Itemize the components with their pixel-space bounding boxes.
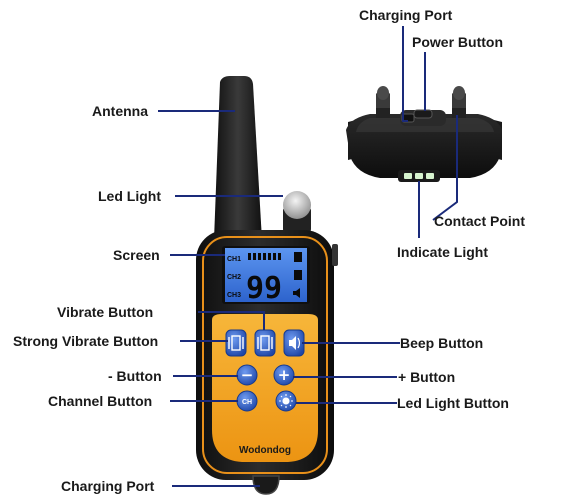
label-antenna: Antenna	[92, 103, 148, 119]
leader-contact-point	[432, 115, 458, 221]
label-vibrate-button: Vibrate Button	[57, 304, 153, 320]
strong-vibrate-button[interactable]	[225, 329, 247, 357]
label-contact-point: Contact Point	[434, 213, 525, 229]
label-strong-vibrate-button: Strong Vibrate Button	[13, 333, 158, 349]
label-led-light-button: Led Light Button	[397, 395, 509, 411]
leader-vibrate	[198, 311, 265, 330]
callout-labels: Antenna Led Light Screen Vibrate Button …	[13, 7, 525, 494]
label-led-light: Led Light	[98, 188, 161, 204]
screen-ch1: CH1	[227, 256, 241, 263]
vibrate-icon	[228, 335, 244, 351]
screen-level-value: 99	[246, 271, 282, 306]
led-light	[283, 191, 311, 235]
leader-lines	[158, 26, 458, 487]
power-button[interactable]	[413, 109, 433, 119]
brand-logo: Wodondog	[239, 445, 291, 456]
channel-glyph: CH	[242, 399, 252, 406]
vibrate-icon	[257, 335, 273, 351]
label-plus-button: + Button	[398, 369, 455, 385]
screen-speaker-icon	[293, 288, 300, 298]
battery-icon	[294, 252, 302, 280]
vibrate-button[interactable]	[254, 329, 276, 357]
label-channel-button: Channel Button	[48, 393, 152, 409]
minus-button[interactable]: −	[236, 364, 258, 386]
contact-point-left	[376, 86, 390, 118]
speaker-icon	[289, 336, 301, 350]
sun-icon	[279, 394, 293, 408]
screen-ch3: CH3	[227, 292, 241, 299]
antenna	[214, 76, 262, 240]
minus-glyph: −	[241, 366, 254, 384]
channel-button[interactable]: CH	[236, 390, 258, 412]
label-screen: Screen	[113, 247, 160, 263]
indicate-light	[398, 170, 440, 182]
label-charging-port-collar: Charging Port	[359, 7, 453, 23]
plus-button[interactable]: +	[273, 364, 295, 386]
lcd-screen: CH1 CH2 CH3 99	[222, 246, 310, 306]
leader-charging-collar	[402, 26, 408, 122]
beep-button[interactable]	[283, 329, 305, 357]
label-charging-port-remote: Charging Port	[61, 478, 155, 494]
led-light-button[interactable]	[275, 390, 297, 412]
screen-ch2: CH2	[227, 274, 241, 281]
label-minus-button: - Button	[108, 368, 162, 384]
contact-point-right	[452, 86, 466, 118]
collar-receiver	[346, 86, 502, 182]
screen-level-bar	[248, 253, 281, 260]
plus-glyph: +	[278, 366, 291, 384]
label-beep-button: Beep Button	[400, 335, 483, 351]
label-power-button: Power Button	[412, 34, 503, 50]
label-indicate-light: Indicate Light	[397, 244, 488, 260]
remote-transmitter: CH1 CH2 CH3 99	[196, 76, 338, 495]
